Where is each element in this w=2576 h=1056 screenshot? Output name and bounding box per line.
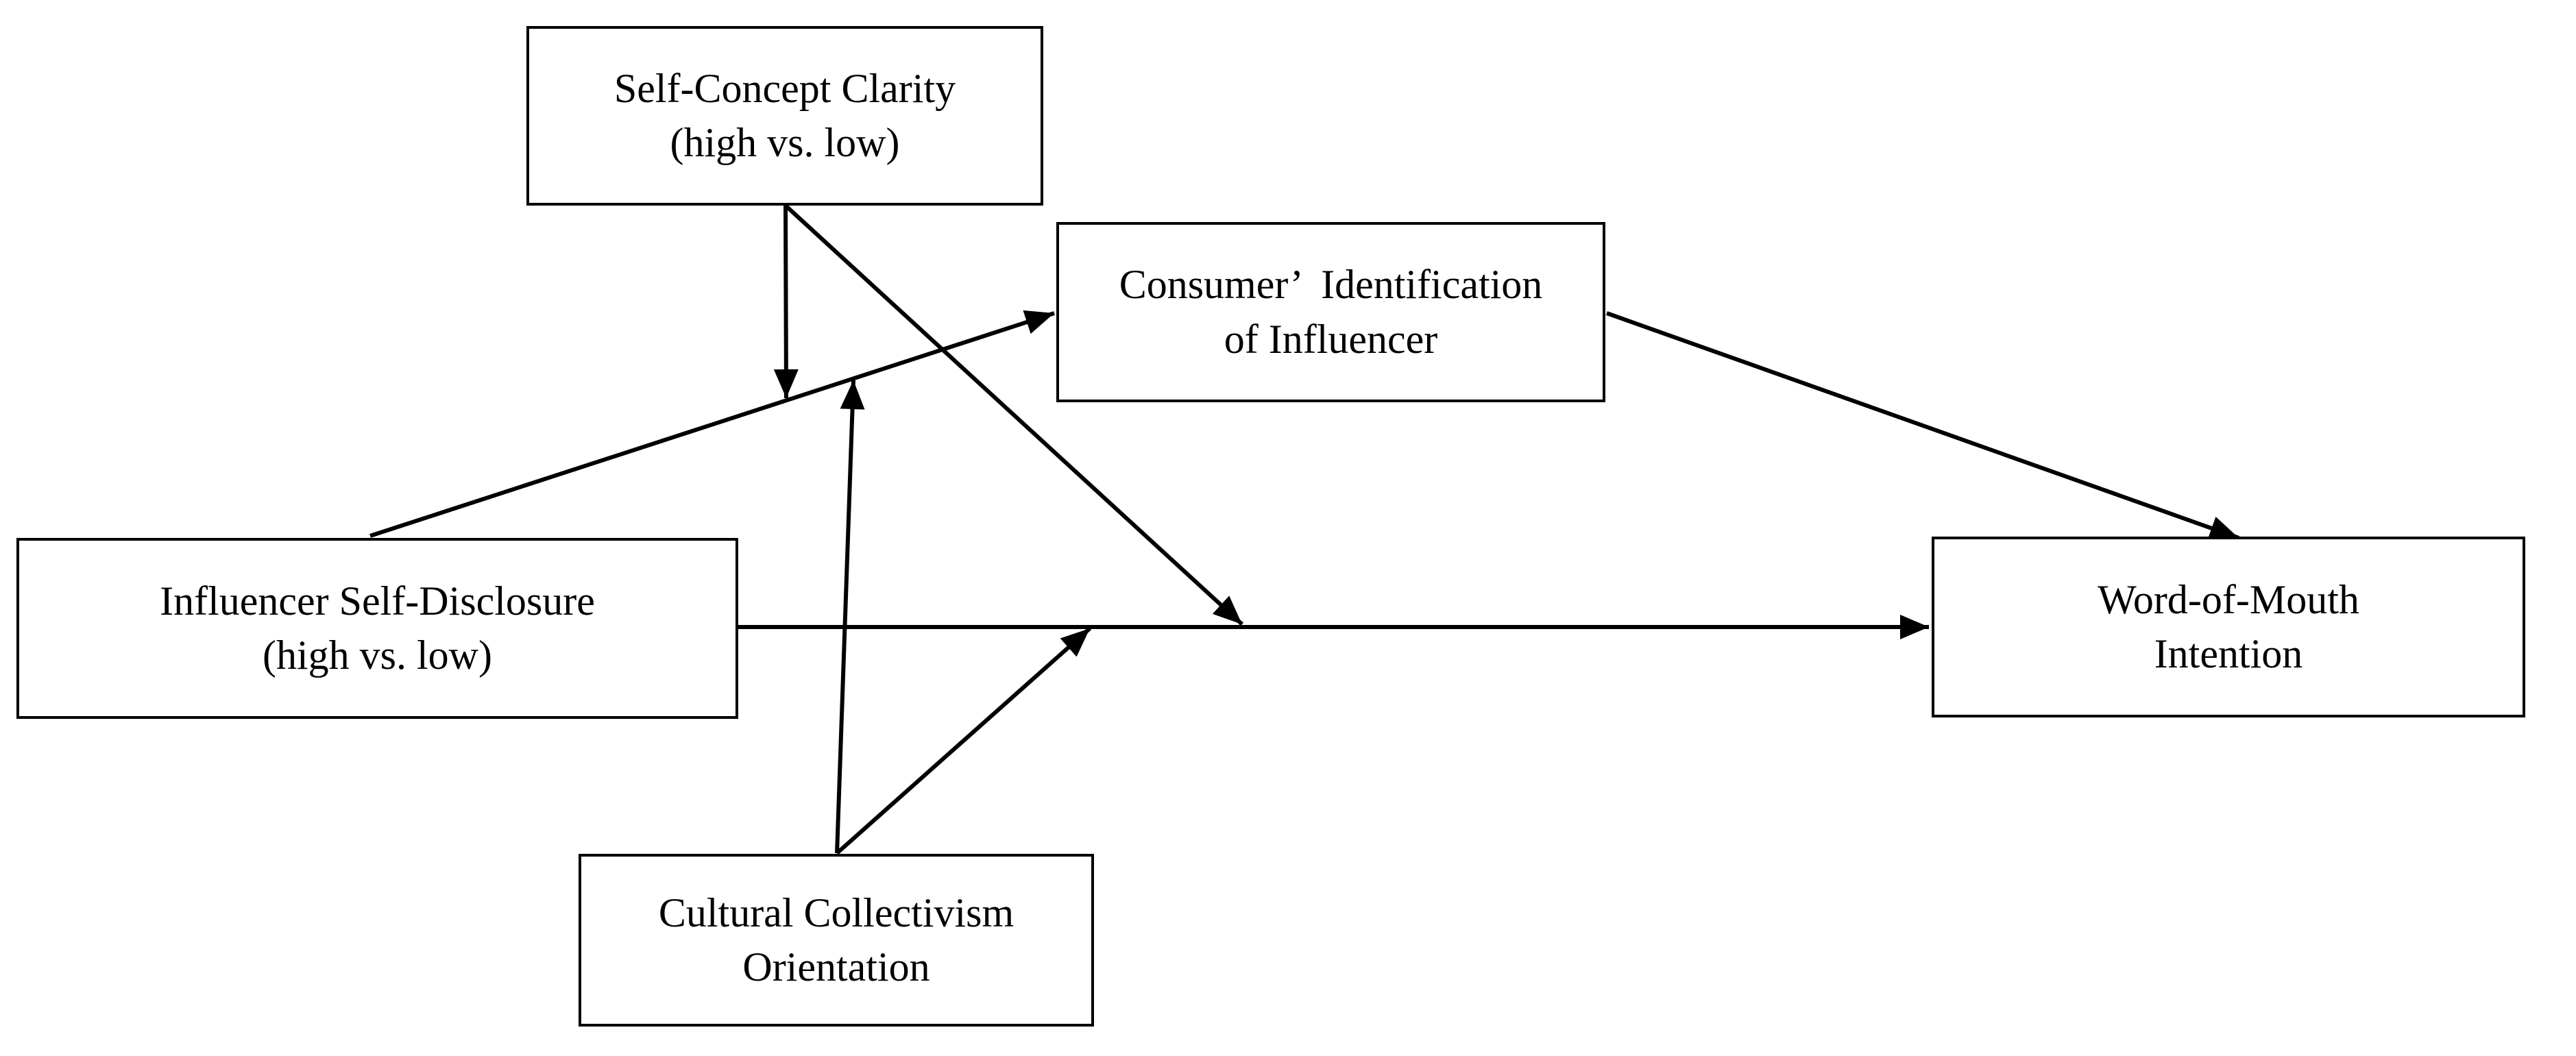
node-influencer-self-disclosure: Influencer Self-Disclosure (high vs. low…: [16, 538, 738, 719]
edge-collectivism-moderates-direct-path: [836, 626, 1091, 855]
node-label-line: (high vs. low): [263, 633, 492, 678]
node-self-concept-clarity: Self-Concept Clarity (high vs. low): [526, 26, 1043, 206]
edge-self-concept-clarity-moderates-direct-path: [783, 204, 1244, 626]
node-label-line: Orientation: [742, 944, 930, 990]
node-label-line: Influencer Self-Disclosure: [160, 578, 595, 624]
node-label-line: Word-of-Mouth: [2098, 576, 2359, 622]
node-cultural-collectivism: Cultural Collectivism Orientation: [579, 854, 1094, 1027]
node-label-line: (high vs. low): [670, 120, 900, 165]
node-label-line: Cultural Collectivism: [658, 889, 1014, 935]
node-label-line: Consumer’ Identification: [1119, 262, 1543, 308]
edge-collectivism-moderates-identification-path: [835, 380, 865, 854]
node-label-line: Intention: [2154, 631, 2303, 676]
node-label-line: Self-Concept Clarity: [613, 65, 956, 111]
edge-identification-to-wom-intention: [1605, 311, 2240, 540]
node-word-of-mouth-intention: Word-of-Mouth Intention: [1932, 537, 2525, 717]
node-label-line: of Influencer: [1224, 316, 1438, 362]
node-consumer-identification: Consumer’ Identification of Influencer: [1056, 222, 1605, 402]
edge-self-disclosure-to-identification: [369, 310, 1055, 538]
